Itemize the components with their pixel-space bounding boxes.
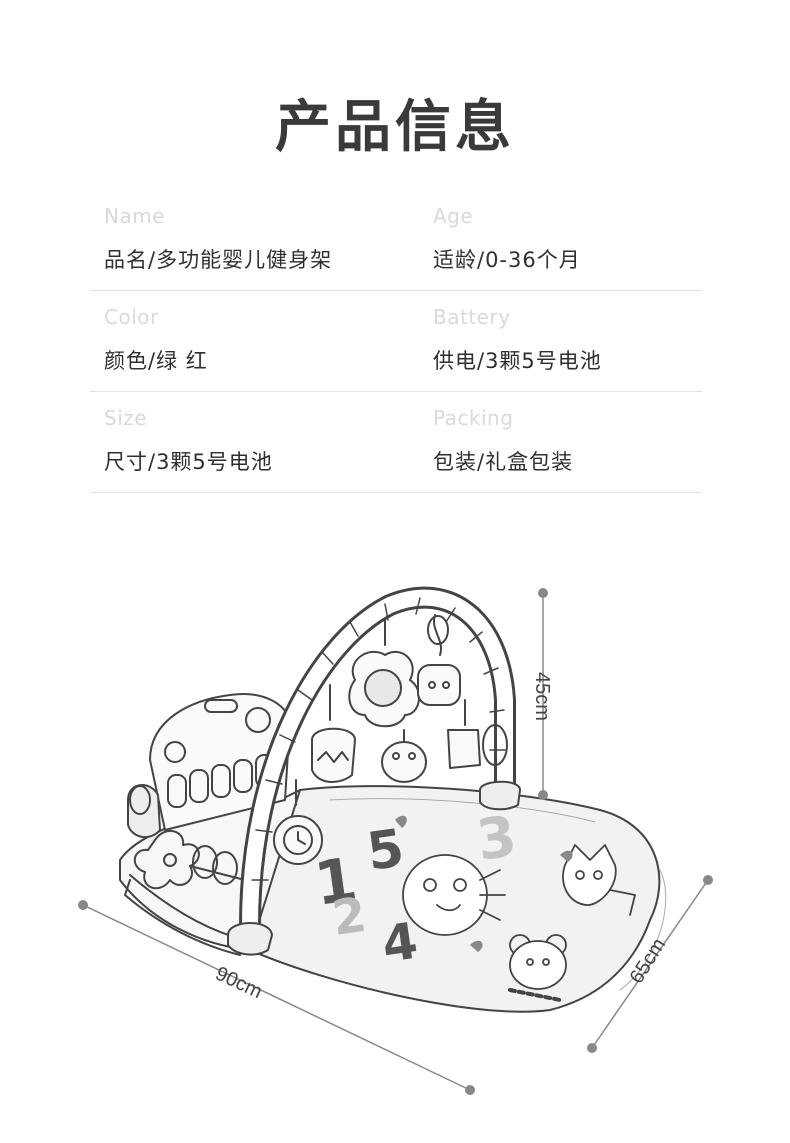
hanging-bird-toy <box>311 684 356 783</box>
hanging-mirror-toy <box>348 619 420 728</box>
info-cell-packing: Packing 包装/礼盒包装 <box>433 392 693 492</box>
dimension-lines <box>82 592 709 1091</box>
product-info-table: Name 品名/多功能婴儿健身架 Age 适龄/0-36个月 Color 颜色/… <box>90 190 702 493</box>
color-value-cn: 颜色/绿 红 <box>104 349 208 373</box>
packing-value-cn: 包装/礼盒包装 <box>433 450 574 474</box>
mat-number-1: 1 <box>310 845 361 920</box>
info-cell-age: Age 适龄/0-36个月 <box>433 190 693 290</box>
color-label-en: Color <box>104 305 159 329</box>
size-value-cn: 尺寸/3颗5号电池 <box>104 450 273 474</box>
name-value-cn: 品名/多功能婴儿健身架 <box>104 248 333 272</box>
mat-lion <box>402 854 506 936</box>
battery-label-en: Battery <box>433 305 511 329</box>
battery-value-cn: 供电/3颗5号电池 <box>433 349 602 373</box>
height-dimension-label: 45cm <box>531 672 553 721</box>
age-value-cn: 适龄/0-36个月 <box>433 248 581 272</box>
mat-mouse <box>508 934 567 1002</box>
mat-number-3: 3 <box>473 804 521 874</box>
flower-toy <box>133 830 200 890</box>
packing-label-en: Packing <box>433 406 514 430</box>
mat-number-4: 4 <box>379 912 422 974</box>
size-label-en: Size <box>104 406 148 430</box>
info-cell-color: Color 颜色/绿 红 <box>104 291 404 391</box>
hanging-frog-toy <box>381 729 427 783</box>
piano-keys <box>167 754 275 808</box>
mat-number-2: 2 <box>329 887 370 947</box>
bead-roller <box>189 845 246 885</box>
info-cell-name: Name 品名/多功能婴儿健身架 <box>104 190 404 290</box>
play-gym-illustration: 1 2 3 4 5 45cm 90cm 65cm <box>78 586 713 1095</box>
page-title: 产品信息 <box>275 95 515 160</box>
hanging-bear-toy <box>417 614 461 706</box>
hanging-ring-toy <box>447 699 508 769</box>
mat-number-5: 5 <box>363 818 407 882</box>
info-row-color-battery: Color 颜色/绿 红 Battery 供电/3颗5号电池 <box>90 291 702 392</box>
info-cell-battery: Battery 供电/3颗5号电池 <box>433 291 693 391</box>
info-row-name-age: Name 品名/多功能婴儿健身架 Age 适龄/0-36个月 <box>90 190 702 291</box>
mat-cat <box>562 844 636 916</box>
length-dimension-label: 90cm <box>212 963 266 1004</box>
hanging-clock-toy <box>273 779 323 865</box>
name-label-en: Name <box>104 204 166 228</box>
mat-numbers: 1 2 3 4 5 <box>310 804 520 974</box>
age-label-en: Age <box>433 204 474 228</box>
info-cell-size: Size 尺寸/3颗5号电池 <box>104 392 404 492</box>
info-row-size-packing: Size 尺寸/3颗5号电池 Packing 包装/礼盒包装 <box>90 392 702 493</box>
